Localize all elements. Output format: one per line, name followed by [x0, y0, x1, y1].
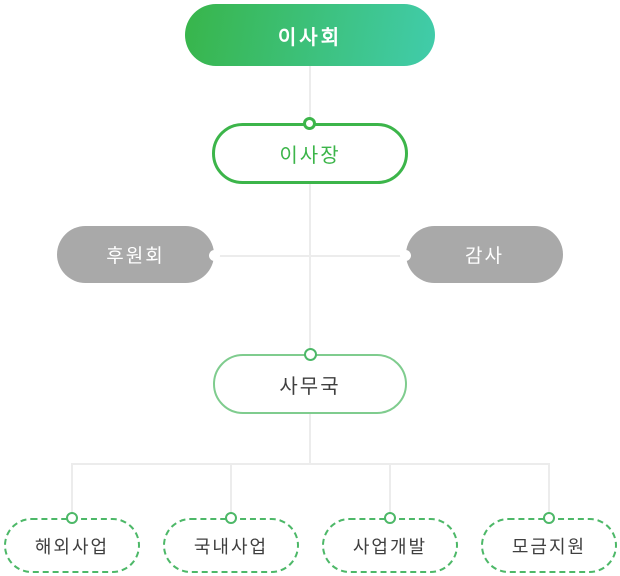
connector-dot-supporters-right: [209, 250, 220, 261]
node-dept-bizdev: 사업개발: [322, 518, 458, 573]
node-dept-overseas-label: 해외사업: [34, 536, 110, 557]
node-dept-fundraising: 모금지원: [481, 518, 617, 573]
node-board-label: 이사회: [277, 26, 343, 49]
node-chairman-label: 이사장: [279, 145, 341, 167]
node-auditor: 감사: [406, 226, 563, 283]
connector-dot-domestic-top: [225, 512, 237, 524]
connector-line-drop-fundraising: [548, 463, 550, 518]
node-supporters-label: 후원회: [106, 246, 165, 267]
node-auditor-label: 감사: [465, 246, 504, 267]
connector-dot-auditor-left: [400, 250, 411, 261]
node-supporters: 후원회: [57, 226, 214, 283]
node-dept-domestic-label: 국내사업: [193, 536, 269, 557]
node-dept-bizdev-label: 사업개발: [352, 536, 428, 557]
node-dept-fundraising-label: 모금지원: [511, 536, 587, 557]
connector-dot-fundraising-top: [543, 512, 555, 524]
node-dept-overseas: 해외사업: [4, 518, 140, 573]
node-secretariat: 사무국: [213, 354, 407, 414]
node-chairman: 이사장: [212, 123, 408, 184]
connector-line-secretariat-branch: [309, 414, 311, 464]
connector-line-board-chairman: [309, 66, 311, 120]
connector-dot-bizdev-top: [384, 512, 396, 524]
node-dept-domestic: 국내사업: [163, 518, 299, 573]
node-secretariat-label: 사무국: [279, 375, 341, 398]
connector-dot-chairman-top: [303, 117, 316, 130]
connector-line-supporters-auditor: [214, 255, 406, 257]
node-board: 이사회: [185, 4, 435, 66]
connector-line-drop-bizdev: [389, 463, 391, 518]
connector-line-branch-horizontal: [71, 463, 550, 465]
connector-dot-secretariat-top: [304, 348, 317, 361]
connector-line-chairman-secretariat: [309, 184, 311, 350]
connector-line-drop-domestic: [230, 463, 232, 518]
connector-line-drop-overseas: [71, 463, 73, 518]
connector-dot-overseas-top: [66, 512, 78, 524]
